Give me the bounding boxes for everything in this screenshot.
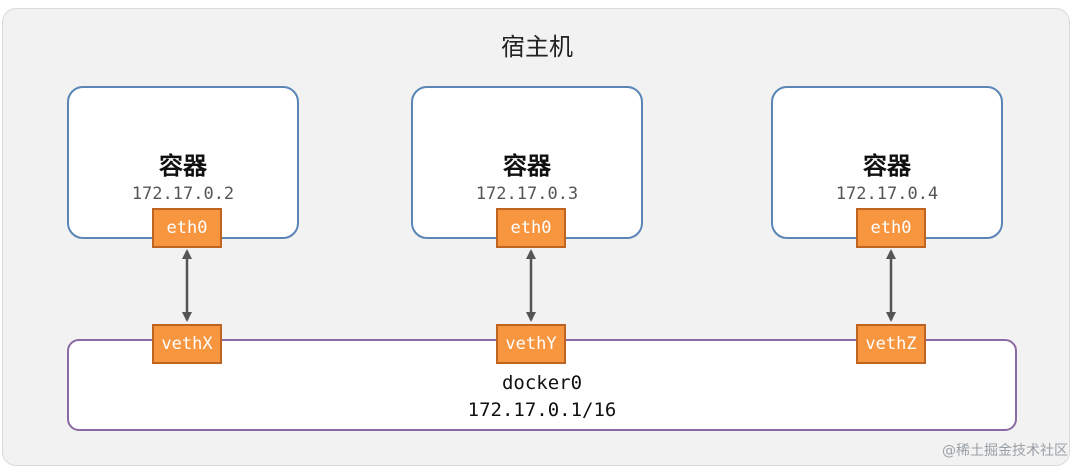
watermark: @稀土掘金技术社区 bbox=[942, 443, 1068, 459]
container-label: 容器 bbox=[863, 152, 911, 180]
veth-interface-x: vethX bbox=[152, 324, 222, 364]
container-ip: 172.17.0.2 bbox=[131, 184, 235, 204]
veth-interface-y: vethY bbox=[496, 324, 566, 364]
veth-interface-z: vethZ bbox=[856, 324, 926, 364]
eth0-interface-1: eth0 bbox=[152, 208, 222, 248]
eth0-interface-2: eth0 bbox=[496, 208, 566, 248]
bridge-name: docker0 bbox=[501, 372, 583, 394]
eth0-interface-3: eth0 bbox=[856, 208, 926, 248]
bridge-ip: 172.17.0.1/16 bbox=[467, 399, 617, 421]
container-label: 容器 bbox=[159, 152, 207, 180]
host-title: 宿主机 bbox=[501, 33, 573, 61]
container-ip: 172.17.0.3 bbox=[475, 184, 579, 204]
container-ip: 172.17.0.4 bbox=[835, 184, 939, 204]
container-label: 容器 bbox=[503, 152, 551, 180]
